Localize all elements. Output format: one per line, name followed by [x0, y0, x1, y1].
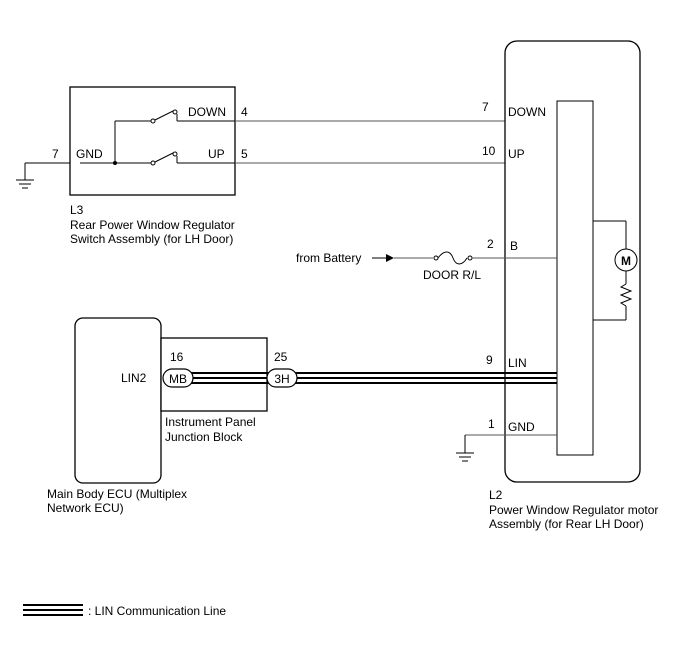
motor-b-pin: 2: [487, 237, 494, 251]
ecu-box: [74, 317, 162, 484]
motor-up-label: UP: [508, 147, 525, 161]
battery-arrow-icon: [372, 254, 394, 262]
motor-gnd-label: GND: [508, 420, 535, 434]
ecu-name-line1: Main Body ECU (Multiplex: [47, 487, 187, 501]
junction-name-line2: Junction Block: [165, 430, 243, 444]
switch-down-pin: 4: [241, 105, 248, 119]
switch-gnd-pin: 7: [52, 147, 59, 161]
switch-down-label: DOWN: [188, 105, 226, 119]
connector-3h-label: 3H: [274, 372, 289, 386]
ecu-name-line2: Network ECU): [47, 501, 124, 515]
motor-name-line1: Power Window Regulator motor: [489, 503, 658, 517]
switch-assembly-box: [69, 86, 236, 196]
switch-ground-icon: [16, 162, 70, 189]
switch-gnd-label: GND: [76, 147, 103, 161]
connector-3h: [266, 368, 298, 388]
motor-name-line2: Assembly (for Rear LH Door): [489, 517, 644, 531]
connector-mb: [162, 368, 194, 388]
motor-b-label: B: [510, 239, 518, 253]
legend-label: : LIN Communication Line: [88, 604, 226, 618]
fuse-label: DOOR R/L: [423, 268, 481, 282]
switch-name-line1: Rear Power Window Regulator: [70, 218, 235, 232]
motor-ground-icon: [456, 434, 557, 462]
from-battery-label: from Battery: [296, 251, 361, 265]
motor-up-pin: 10: [482, 144, 496, 158]
junction-conn2-pin: 25: [274, 350, 288, 364]
motor-id: L2: [489, 488, 503, 502]
motor-gnd-pin: 1: [488, 417, 495, 431]
fuse-icon: [433, 251, 473, 265]
lin-communication-wire: [189, 372, 557, 384]
connector-mb-label: MB: [169, 372, 187, 386]
switch-up-label: UP: [208, 147, 225, 161]
motor-down-pin: 7: [482, 100, 489, 114]
motor-internal-module: [556, 100, 594, 456]
motor-down-label: DOWN: [508, 105, 546, 119]
switch-name-line2: Switch Assembly (for LH Door): [70, 232, 233, 246]
motor-icon: [593, 220, 638, 321]
switch-id: L3: [70, 203, 84, 217]
motor-symbol: M: [621, 254, 631, 268]
ecu-lin2-label: LIN2: [121, 371, 147, 385]
junction-conn1-pin: 16: [170, 350, 184, 364]
switch-up-pin: 5: [241, 147, 248, 161]
switch-internal-circuit: [80, 109, 235, 166]
motor-lin-pin: 9: [486, 353, 493, 367]
junction-name-line1: Instrument Panel: [165, 415, 256, 429]
legend-lin-line-icon: [23, 604, 83, 616]
motor-lin-label: LIN: [508, 356, 527, 370]
